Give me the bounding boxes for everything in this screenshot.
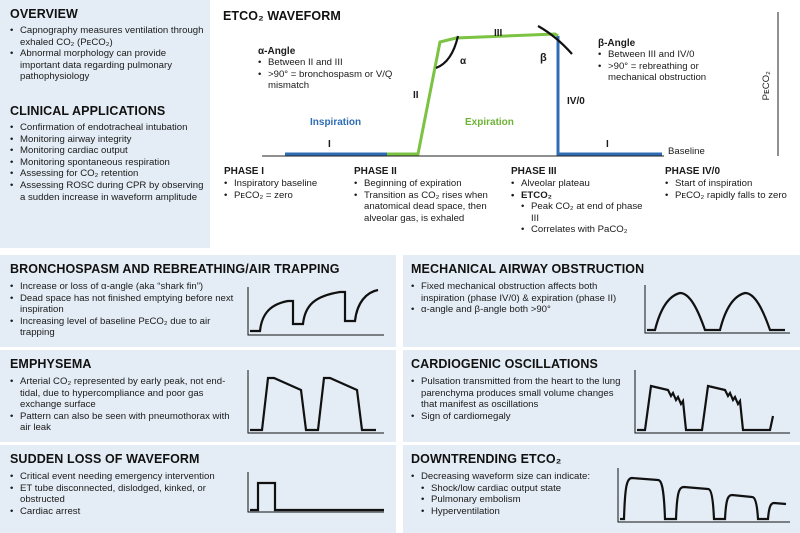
phase-iii-title: PHASE III	[511, 166, 557, 177]
phase-i-item: PᴇCO₂ = zero	[224, 190, 346, 202]
downtrend-item: Pulmonary embolism	[421, 494, 611, 506]
sudden-loss-item: Cardiac arrest	[10, 506, 230, 518]
downtrend-intro: Decreasing waveform size can indicate:	[411, 471, 611, 483]
phase-ii-item: Transition as CO₂ rises when anatomical …	[354, 190, 502, 225]
bronchospasm-list: Increase or loss of α-angle (aka “shark …	[10, 281, 234, 339]
phase-label-iv0: IV/0	[567, 96, 585, 107]
clinical-item: Assessing for CO₂ retention	[10, 168, 206, 180]
clinical-title: CLINICAL APPLICATIONS	[10, 104, 166, 118]
sudden-loss-item: Critical event needing emergency interve…	[10, 471, 230, 483]
baseline-label: Baseline	[668, 146, 705, 157]
downtrend-body: Decreasing waveform size can indicate: S…	[411, 471, 611, 517]
cardiogenic-section: CARDIOGENIC OSCILLATIONS	[411, 357, 791, 371]
phase-iv0-title: PHASE IV/0	[665, 166, 721, 177]
clinical-section: CLINICAL APPLICATIONS Confirmation of en…	[10, 104, 206, 203]
y-axis-label: PᴇCO₂	[760, 71, 772, 101]
emphysema-list: Arterial CO₂ represented by early peak, …	[10, 376, 234, 434]
overview-item: Abnormal morphology can provide importan…	[10, 48, 206, 83]
cardiogenic-title: CARDIOGENIC OSCILLATIONS	[411, 357, 598, 371]
phase-label-ii: II	[413, 90, 419, 101]
phase-ii-item: Beginning of expiration	[354, 178, 502, 190]
mechanical-section: MECHANICAL AIRWAY OBSTRUCTION	[411, 262, 791, 276]
beta-angle-item: Between III and IV/0	[598, 49, 748, 61]
alpha-angle-note: α-Angle Between II and III >90° = bronch…	[258, 46, 398, 92]
overview-item: Capnography measures ventilation through…	[10, 25, 206, 48]
overview-title: OVERVIEW	[10, 7, 78, 21]
sudden-loss-list: Critical event needing emergency interve…	[10, 471, 230, 517]
phase-label-iii: III	[494, 28, 503, 39]
alpha-angle-arc	[435, 35, 460, 70]
downtrend-item: Hyperventilation	[421, 506, 611, 518]
cardiogenic-item: Pulsation transmitted from the heart to …	[411, 376, 631, 411]
beta-angle-note: β-Angle Between III and IV/0 >90° = rebr…	[598, 38, 748, 84]
beta-symbol: β	[540, 52, 547, 64]
bronchospasm-item: Dead space has not finished emptying bef…	[10, 293, 234, 316]
phase-iii-subitem: Correlates with PaCO₂	[521, 224, 651, 236]
phase-iii-item: Alveolar plateau	[511, 178, 651, 190]
sudden-loss-section: SUDDEN LOSS OF WAVEFORM	[10, 452, 390, 466]
cardiogenic-item: Sign of cardiomegaly	[411, 411, 631, 423]
phase-i-title: PHASE I	[224, 166, 265, 177]
sudden-loss-item: ET tube disconnected, dislodged, kinked,…	[10, 483, 230, 506]
emphysema-title: EMPHYSEMA	[10, 357, 92, 371]
clinical-item: Confirmation of endotracheal intubation	[10, 122, 206, 134]
alpha-angle-title: α-Angle	[258, 46, 296, 57]
phase-iv0-desc: PHASE IV/0 Start of inspiration PᴇCO₂ ra…	[665, 166, 795, 201]
bronchospasm-section: BRONCHOSPASM AND REBREATHING/AIR TRAPPIN…	[10, 262, 390, 276]
clinical-item: Monitoring cardiac output	[10, 145, 206, 157]
phase-iv0-item: Start of inspiration	[665, 178, 795, 190]
emphysema-section: EMPHYSEMA	[10, 357, 390, 371]
bronchospasm-item: Increase or loss of α-angle (aka “shark …	[10, 281, 234, 293]
emphysema-item: Arterial CO₂ represented by early peak, …	[10, 376, 234, 411]
beta-angle-arc	[537, 25, 573, 55]
alpha-angle-item: >90° = bronchospasm or V/Q mismatch	[258, 69, 398, 92]
phase-iii-item-etco2: ETCO₂	[511, 190, 651, 202]
emphysema-item: Pattern can also be seen with pneumothor…	[10, 411, 234, 434]
phase-label-i-right: I	[606, 139, 609, 150]
downtrend-section: DOWNTRENDING ETCO₂	[411, 452, 791, 466]
phase-ii-desc: PHASE II Beginning of expiration Transit…	[354, 166, 502, 224]
downtrend-item: Shock/low cardiac output state	[421, 483, 611, 495]
sudden-loss-title: SUDDEN LOSS OF WAVEFORM	[10, 452, 200, 466]
overview-section: OVERVIEW Capnography measures ventilatio…	[10, 7, 206, 83]
inspiration-label: Inspiration	[310, 117, 362, 128]
mechanical-item: α-angle and β-angle both >90°	[411, 304, 631, 316]
phase-ii-title: PHASE II	[354, 166, 397, 177]
phase-i-desc: PHASE I Inspiratory baseline PᴇCO₂ = zer…	[224, 166, 346, 201]
clinical-item: Monitoring spontaneous respiration	[10, 157, 206, 169]
cardiogenic-list: Pulsation transmitted from the heart to …	[411, 376, 631, 422]
phase-iii-subitem: Peak CO₂ at end of phase III	[521, 201, 651, 224]
phase-label-i-left: I	[328, 139, 331, 150]
phase-iv0-item: PᴇCO₂ rapidly falls to zero	[665, 190, 795, 202]
clinical-item: Monitoring airway integrity	[10, 134, 206, 146]
alpha-angle-item: Between II and III	[258, 57, 398, 69]
phase-iii-desc: PHASE III Alveolar plateau ETCO₂ Peak CO…	[511, 166, 651, 236]
beta-angle-item: >90° = rebreathing or mechanical obstruc…	[598, 61, 748, 84]
mechanical-item: Fixed mechanical obstruction affects bot…	[411, 281, 631, 304]
alpha-symbol: α	[460, 56, 467, 67]
waveform-title: ETCO₂ WAVEFORM	[223, 9, 341, 23]
clinical-item: Assessing ROSC during CPR by observing a…	[10, 180, 206, 203]
bronchospasm-item: Increasing level of baseline PᴇCO₂ due t…	[10, 316, 234, 339]
mechanical-list: Fixed mechanical obstruction affects bot…	[411, 281, 631, 316]
mechanical-title: MECHANICAL AIRWAY OBSTRUCTION	[411, 262, 645, 276]
beta-angle-title: β-Angle	[598, 38, 636, 49]
expiration-label: Expiration	[465, 117, 514, 128]
phase-i-item: Inspiratory baseline	[224, 178, 346, 190]
downtrend-title: DOWNTRENDING ETCO₂	[411, 452, 562, 466]
bronchospasm-title: BRONCHOSPASM AND REBREATHING/AIR TRAPPIN…	[10, 262, 340, 276]
